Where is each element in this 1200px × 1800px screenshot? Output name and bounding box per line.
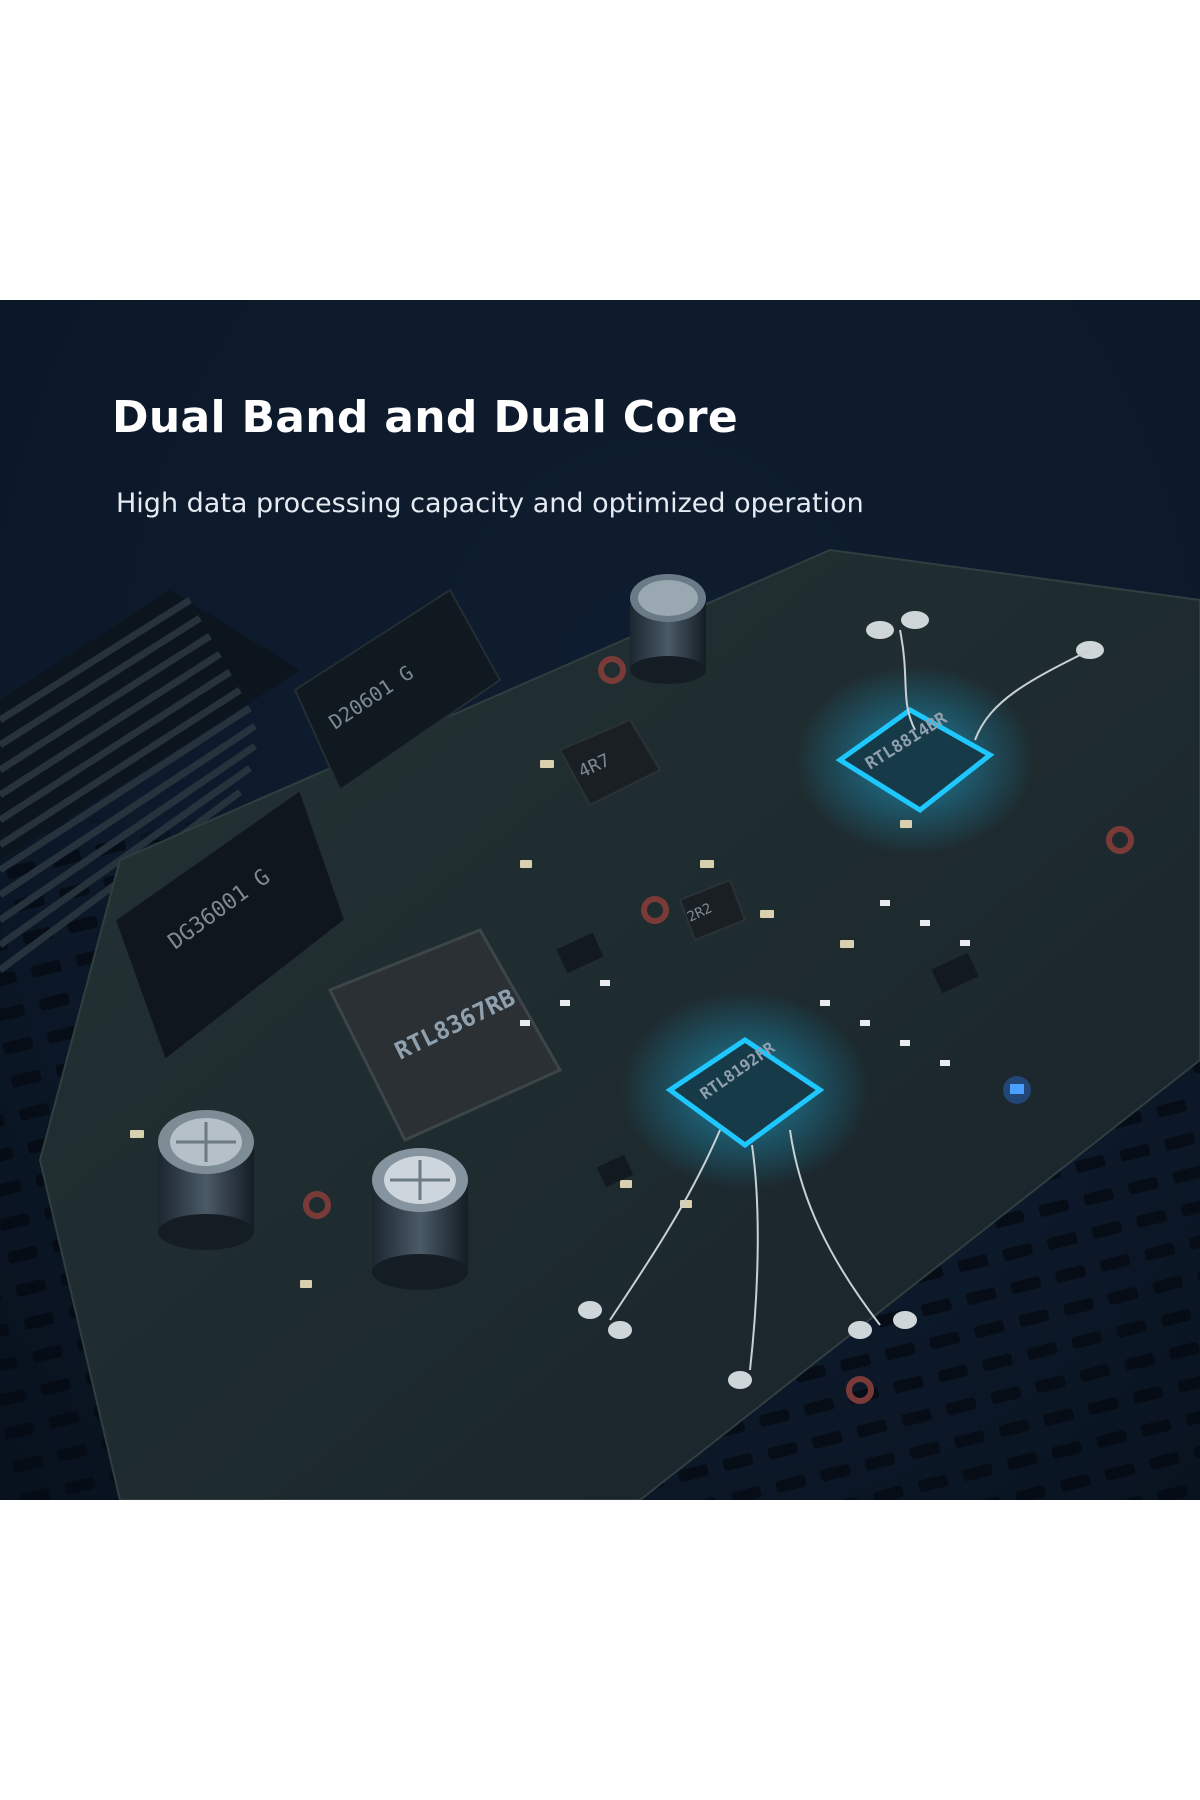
chip-icon: RTL8814BR bbox=[795, 665, 1035, 855]
chip-icon: RTL8192FR bbox=[620, 990, 870, 1190]
capacitor-icon bbox=[372, 1148, 468, 1290]
circuit-board-illustration: DG36001 G D20601 G bbox=[0, 300, 1200, 1500]
capacitor-icon bbox=[158, 1110, 254, 1250]
mounting-holes bbox=[303, 656, 1134, 1404]
led-icon bbox=[1003, 1076, 1031, 1104]
feature-banner: DG36001 G D20601 G bbox=[0, 300, 1200, 1500]
heatsink-icon bbox=[0, 590, 300, 973]
capacitor-icon bbox=[630, 574, 706, 684]
antenna-traces bbox=[609, 629, 1091, 1371]
small-inductor: 2R2 bbox=[678, 878, 747, 942]
transformer-block: DG36001 G D20601 G bbox=[113, 588, 502, 1062]
antenna-pads bbox=[578, 611, 1104, 1389]
chip-icon: RTL8367RB bbox=[327, 928, 563, 1142]
page-subtitle: High data processing capacity and optimi… bbox=[116, 488, 864, 519]
inductor: 4R7 bbox=[558, 718, 662, 807]
smd-components bbox=[130, 760, 979, 1288]
page-title: Dual Band and Dual Core bbox=[112, 392, 739, 443]
